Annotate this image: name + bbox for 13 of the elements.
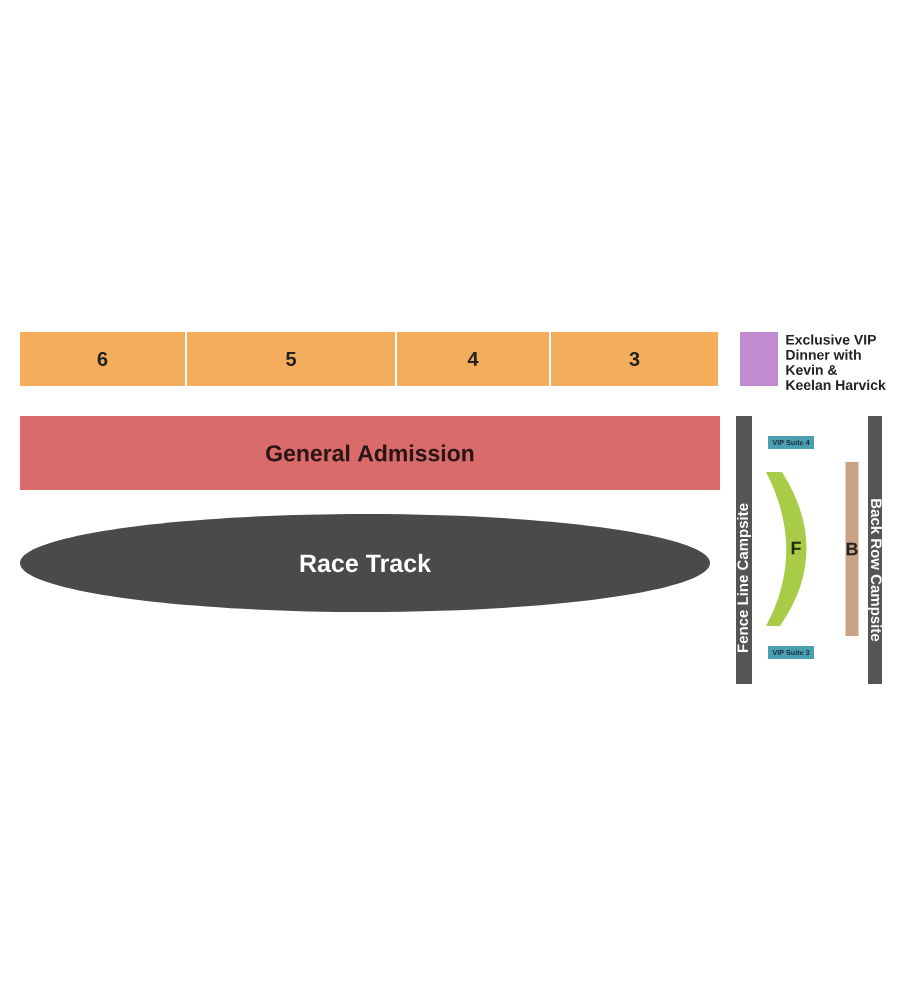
- admission-area: General Admission: [20, 416, 720, 490]
- seating-section: B: [845, 462, 859, 636]
- seating-section: 3: [551, 332, 718, 386]
- seating-section: 5: [187, 332, 395, 386]
- section-block: [740, 332, 778, 386]
- node-label: 5: [286, 352, 297, 366]
- node-label: 6: [97, 351, 108, 367]
- node-label: 3: [629, 351, 640, 367]
- node-label: 4: [467, 352, 479, 366]
- race-track: Race Track: [20, 514, 710, 612]
- seating-section: 6: [20, 332, 185, 386]
- arc-section: F: [766, 472, 807, 626]
- seating-section: 4: [397, 332, 549, 386]
